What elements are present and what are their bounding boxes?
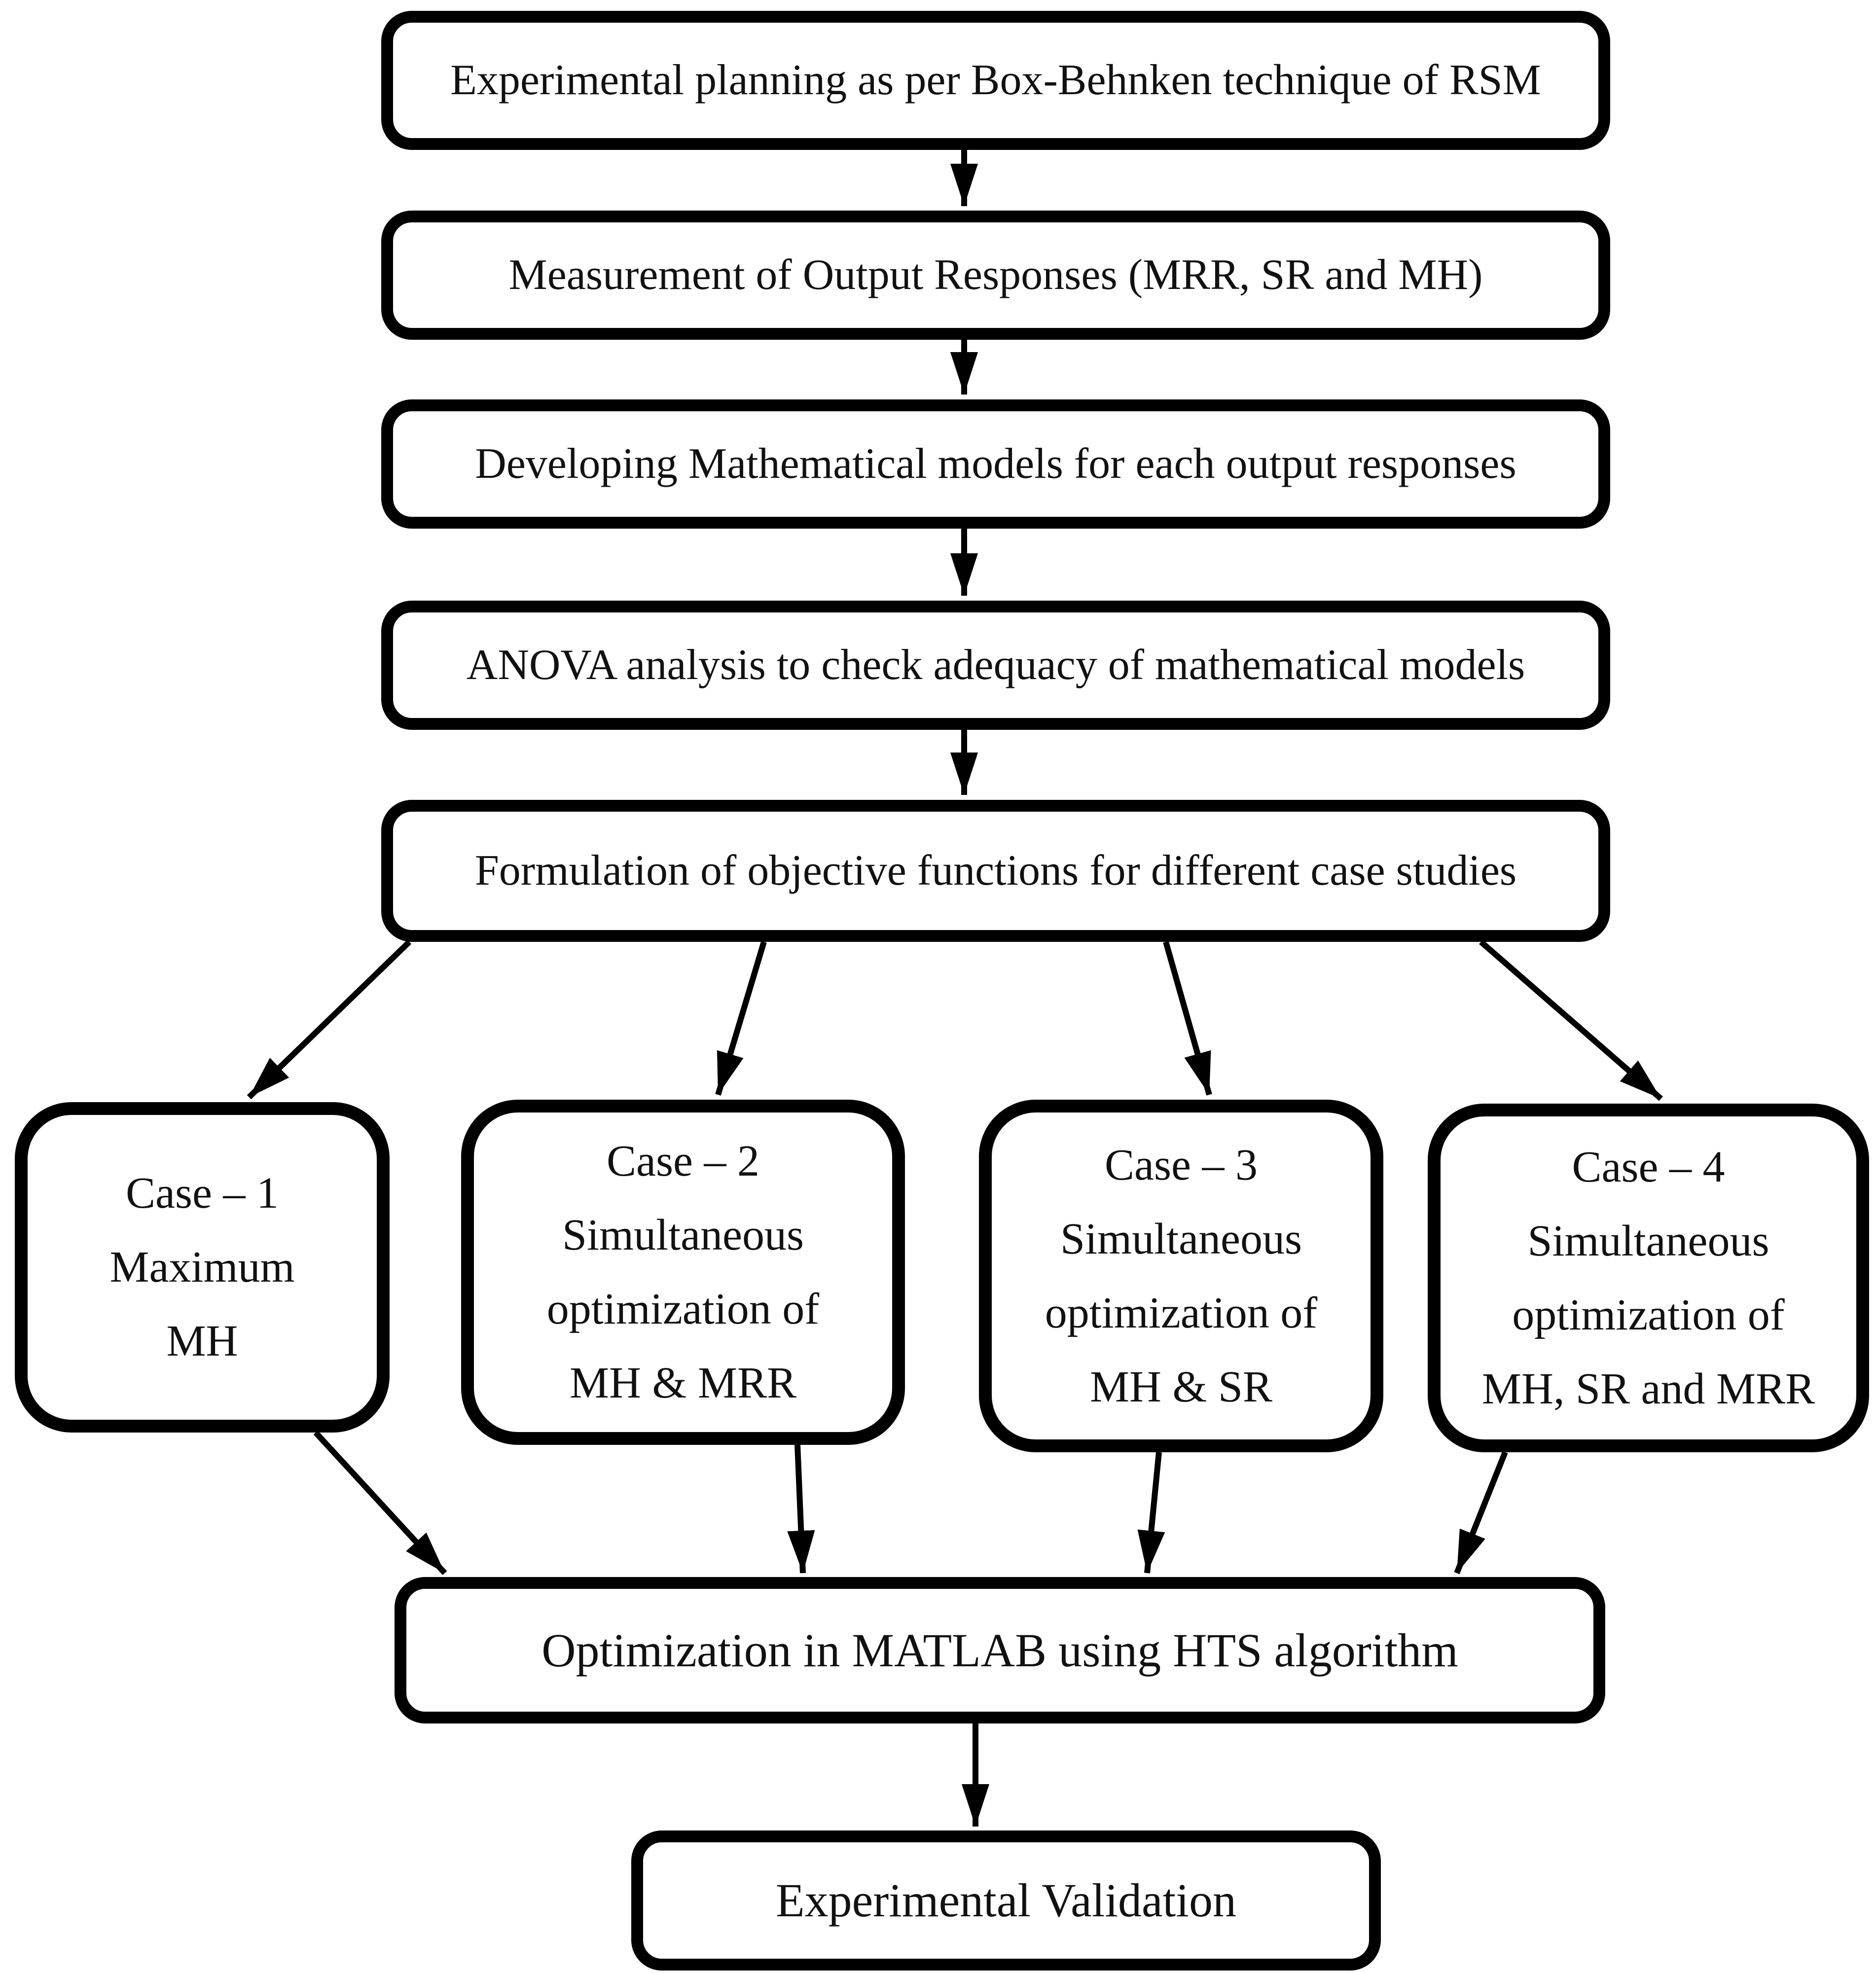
arrow-step5-case1 — [247, 939, 412, 1100]
flow-step-label: Experimental Validation — [776, 1874, 1236, 1927]
flow-step-label: Measurement of Output Responses (MRR, SR… — [508, 251, 1483, 299]
flow-step-label: Developing Mathematical models for each … — [475, 440, 1516, 488]
flow-step-label: Experimental planning as per Box-Behnken… — [450, 56, 1541, 104]
arrow-step5-case2 — [715, 941, 767, 1096]
case-title: Case – 4 — [1572, 1142, 1725, 1191]
arrow-step5-case3 — [1163, 941, 1212, 1096]
flow-step-label: Optimization in MATLAB using HTS algorit… — [541, 1623, 1458, 1677]
arrow-case3-optimization — [1137, 1452, 1165, 1574]
arrow-case1-optimization — [313, 1430, 447, 1576]
case-line: Simultaneous — [1527, 1216, 1769, 1265]
flow-step-developing-models: Developing Mathematical models for each … — [381, 399, 1610, 529]
arrow-step5-case4 — [1479, 939, 1663, 1101]
case-line: MH, SR and MRR — [1481, 1364, 1815, 1413]
flow-step-objective-functions: Formulation of objective functions for d… — [381, 800, 1610, 942]
arrow-case2-optimization — [787, 1444, 815, 1574]
case-box-2: Case – 2 Simultaneous optimization of MH… — [461, 1100, 905, 1445]
flow-step-experimental-validation: Experimental Validation — [631, 1830, 1381, 1971]
case-line: Maximum — [109, 1243, 295, 1291]
case-line: MH — [166, 1317, 238, 1365]
case-title: Case – 2 — [607, 1137, 759, 1185]
flow-step-label: ANOVA analysis to check adequacy of math… — [466, 641, 1525, 689]
flow-step-anova-analysis: ANOVA analysis to check adequacy of math… — [381, 601, 1610, 730]
case-title: Case – 3 — [1105, 1140, 1258, 1189]
flow-step-experimental-planning: Experimental planning as per Box-Behnken… — [381, 11, 1610, 150]
case-line: optimization of — [546, 1285, 820, 1333]
flow-step-measurement-output-responses: Measurement of Output Responses (MRR, SR… — [381, 211, 1610, 340]
flow-step-label: Formulation of objective functions for d… — [474, 847, 1517, 895]
case-title: Case – 1 — [126, 1169, 279, 1218]
case-box-4: Case – 4 Simultaneous optimization of MH… — [1428, 1104, 1869, 1452]
case-line: optimization of — [1512, 1290, 1785, 1339]
case-line: Simultaneous — [1060, 1214, 1302, 1263]
case-line: Simultaneous — [562, 1211, 804, 1259]
case-box-3: Case – 3 Simultaneous optimization of MH… — [979, 1100, 1383, 1452]
case-line: MH & SR — [1089, 1362, 1273, 1411]
arrow-case4-optimization — [1454, 1451, 1508, 1575]
case-line: MH & MRR — [569, 1359, 797, 1407]
case-box-1: Case – 1 Maximum MH — [15, 1102, 390, 1433]
flow-step-matlab-optimization: Optimization in MATLAB using HTS algorit… — [395, 1577, 1605, 1723]
case-line: optimization of — [1045, 1288, 1318, 1337]
